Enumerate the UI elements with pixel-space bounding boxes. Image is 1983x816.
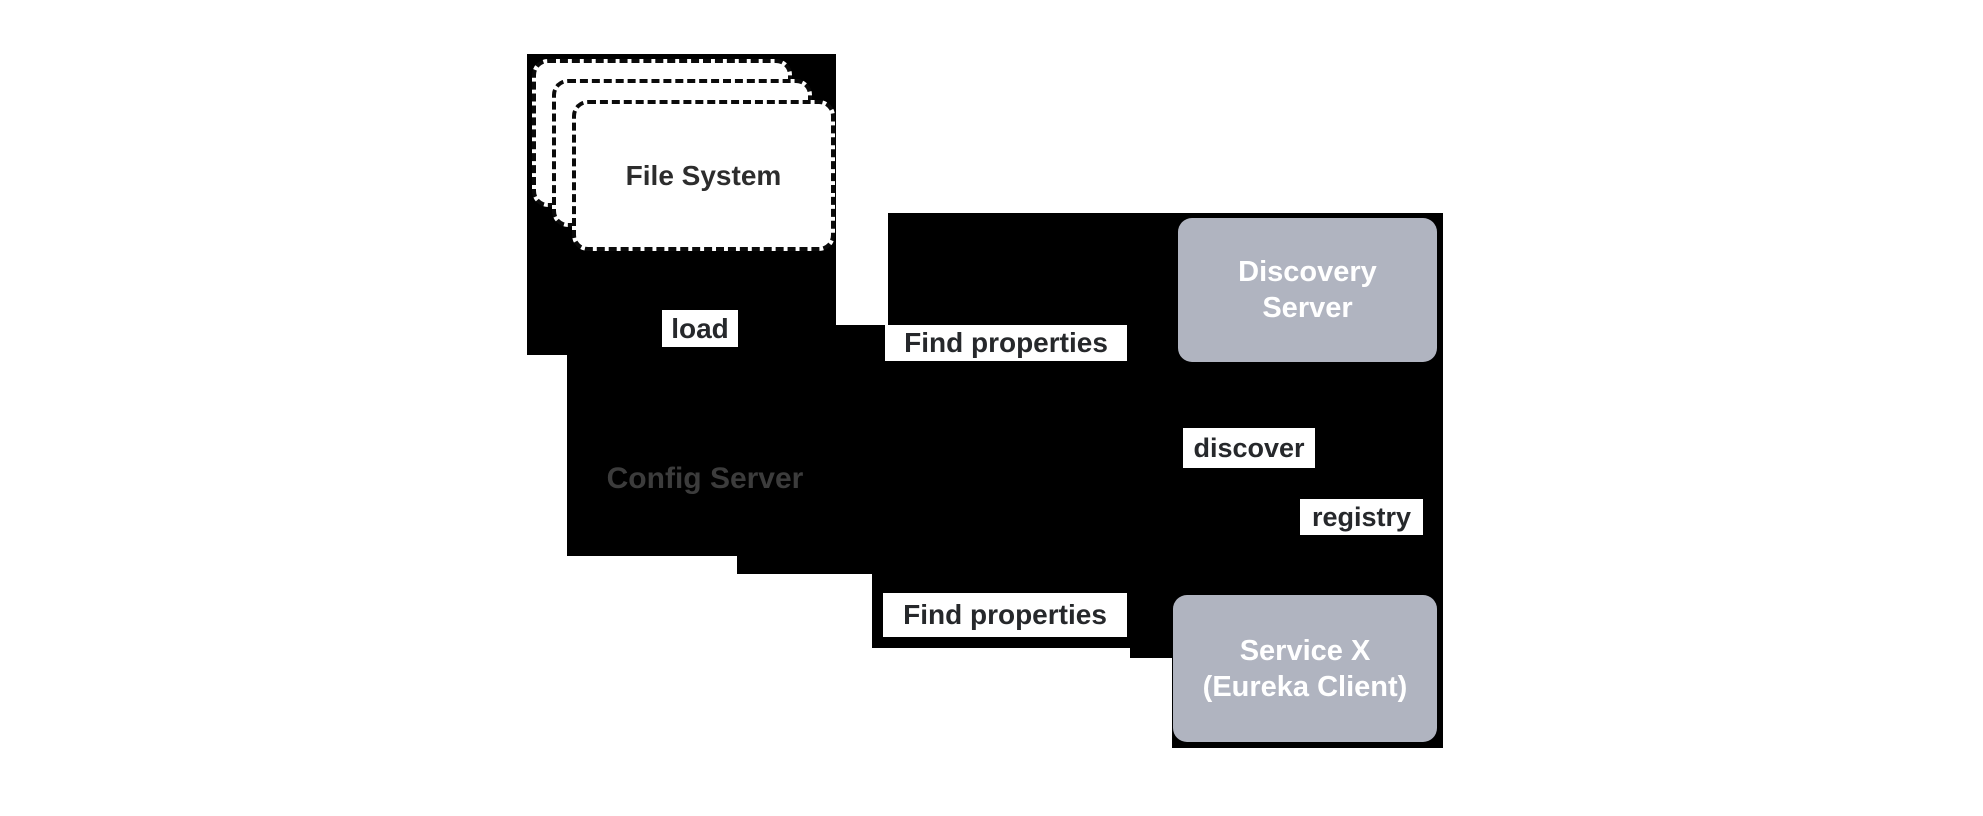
service-x-label-line1: Service X xyxy=(1239,634,1371,667)
edge-label-load: load xyxy=(662,310,738,347)
discovery-server-label-line2: Server xyxy=(1262,292,1353,324)
file-system-label: File System xyxy=(625,159,782,191)
edge-label-find-properties-bottom: Find properties xyxy=(883,593,1127,637)
file-system-node: File System xyxy=(572,100,835,251)
edge-label-registry: registry xyxy=(1300,499,1423,535)
discovery-server-label-line1: Discovery xyxy=(1238,256,1377,288)
edge-label-find-properties-top: Find properties xyxy=(885,325,1127,361)
silhouette-region-middle-band xyxy=(872,367,1443,574)
service-x-node: Service X (Eureka Client) xyxy=(1173,595,1437,742)
silhouette-region-config-left xyxy=(567,350,737,556)
service-x-label-line2: (Eureka Client) xyxy=(1202,670,1408,703)
edge-label-discover: discover xyxy=(1183,428,1315,468)
config-server-node-label: Config Server xyxy=(606,462,804,495)
discovery-server-node: Discovery Server xyxy=(1178,218,1437,362)
silhouette-region-config-right xyxy=(737,350,872,574)
